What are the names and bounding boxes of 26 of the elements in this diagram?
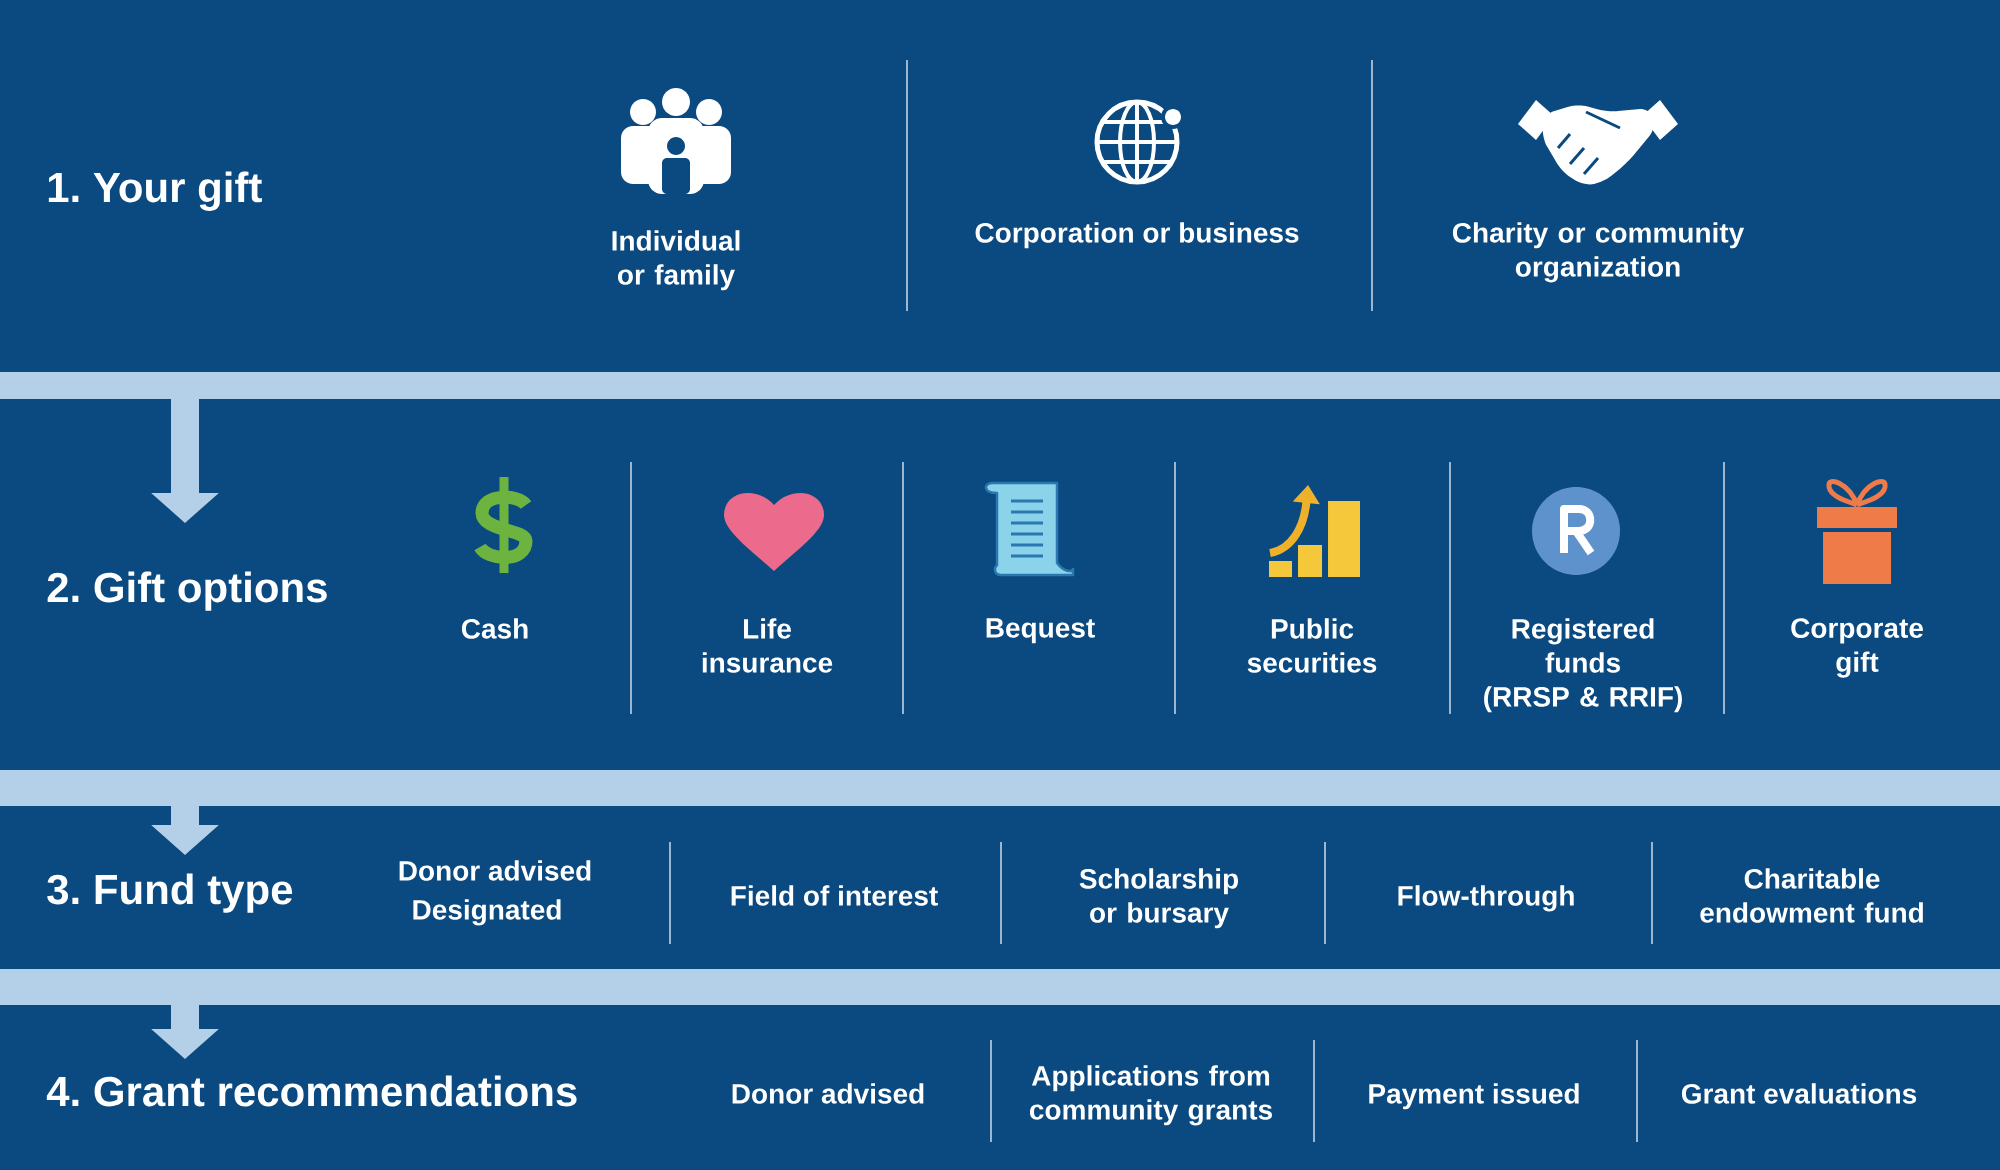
item-label: Registered funds (RRSP & RRIF): [1484, 618, 1682, 713]
heading: 1. Your gift: [48, 171, 262, 211]
item-label: Flow-through: [1398, 885, 1574, 912]
item-label: Field of interest: [731, 885, 938, 906]
item-label: Donor advised: [399, 860, 591, 881]
heading: 3. Fund type: [47, 873, 293, 913]
heading: 4. Grant recommendations: [46, 1075, 577, 1107]
item-label: Charity or community organization: [1452, 222, 1745, 283]
item-label: Cash: [461, 618, 528, 639]
separator-bar: [0, 372, 2000, 399]
separator-bar: [0, 770, 2000, 806]
item-label: Life insurance: [702, 618, 833, 673]
item-label: Designated: [413, 899, 561, 926]
item-label: Individual or family: [612, 230, 740, 291]
item-label: Scholarship or bursary: [1079, 868, 1238, 929]
separator-bar: [0, 969, 2000, 1005]
item-label: Grant evaluations: [1681, 1083, 1917, 1104]
item-label: Donor advised: [732, 1083, 924, 1104]
heading: 2. Gift options: [47, 571, 327, 611]
item-label: Corporate gift: [1791, 618, 1923, 678]
item-label: Charitable endowment fund: [1700, 868, 1923, 923]
item-label: Public securities: [1247, 618, 1377, 673]
item-label: Corporation or business: [975, 222, 1299, 249]
item-label: Payment issued: [1369, 1083, 1579, 1110]
item-label: Bequest: [986, 618, 1095, 644]
item-label: Applications from community grants: [1030, 1065, 1272, 1126]
